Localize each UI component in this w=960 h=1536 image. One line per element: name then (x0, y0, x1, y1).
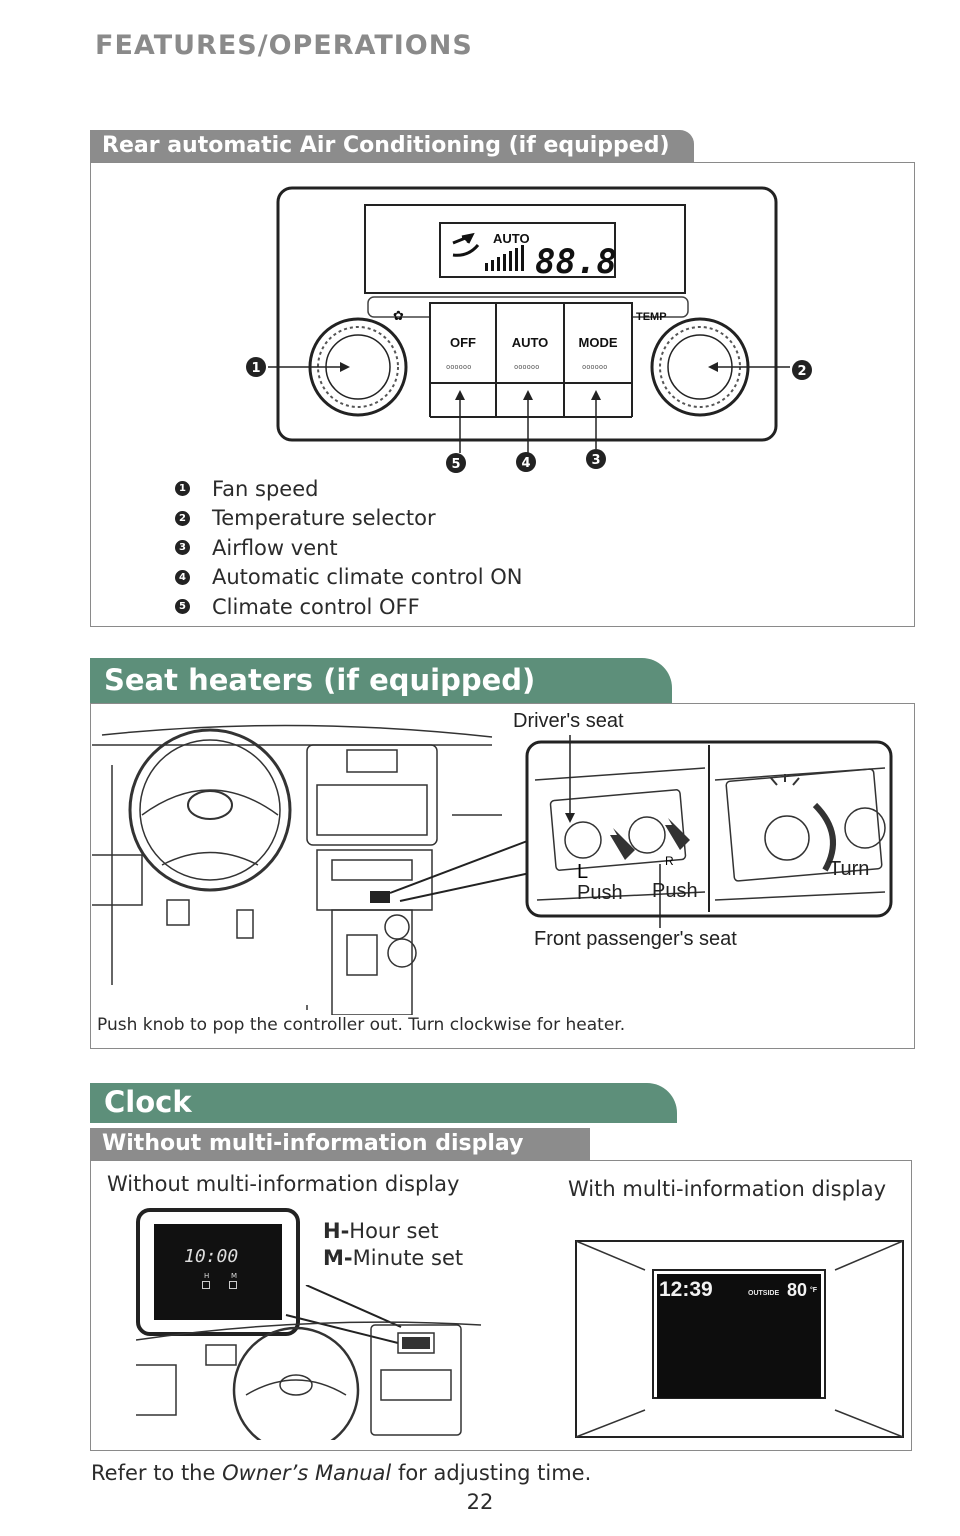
fan-speed-knob[interactable] (308, 317, 408, 417)
legend-label: Airflow vent (212, 535, 338, 560)
seat-heater-detail: L R (525, 740, 893, 918)
mid-outside-label: OUTSIDE (748, 1290, 779, 1297)
legend-label: Climate control OFF (212, 594, 420, 619)
callout-4 (516, 452, 536, 472)
knob-r-label: R (665, 854, 674, 868)
svg-text:oooooo: oooooo (582, 363, 607, 371)
legend-label: Temperature selector (212, 506, 436, 531)
minute-set-key: M- (323, 1246, 353, 1270)
clock-tab: Clock (90, 1083, 677, 1123)
legend-number: 5 (175, 599, 190, 615)
seat-heater-switch-icon (370, 891, 390, 903)
callout-3 (586, 449, 606, 469)
passenger-seat-leader (659, 864, 661, 928)
hour-button-label: H (204, 1272, 210, 1280)
legend-label: Fan speed (212, 476, 319, 501)
push-arrow-icon (610, 828, 635, 860)
clock-display-screen: 10:00 H M (154, 1224, 282, 1320)
footer-note-prefix: Refer to the (91, 1461, 223, 1485)
clock-display-callout: 10:00 H M (136, 1208, 300, 1336)
callout-2 (792, 360, 812, 380)
mid-outside-temp: 80 (787, 1280, 807, 1300)
front-passenger-seat-label: Front passenger's seat (534, 928, 737, 950)
mid-time: 12:39 (659, 1278, 713, 1301)
svg-text:4: 4 (521, 456, 530, 471)
svg-text:1: 1 (251, 361, 260, 376)
legend-item: 2 Temperature selector (175, 504, 522, 534)
svg-text:oooooo: oooooo (446, 363, 471, 371)
legend-number: 1 (175, 481, 190, 497)
clock-subtab-title: Without multi-information display (102, 1131, 524, 1156)
drivers-seat-label: Driver's seat (513, 710, 624, 732)
knob-l-label: L (577, 861, 588, 883)
clock-left-label: Without multi-information display (107, 1172, 460, 1196)
footer-note: Refer to the Owner’s Manual for adjustin… (91, 1461, 591, 1485)
hour-set-line: H-Hour set (323, 1219, 439, 1243)
seat-heaters-caption: Push knob to pop the controller out. Tur… (97, 1015, 626, 1035)
clock-title: Clock (104, 1085, 192, 1119)
mid-unit: °F (810, 1286, 818, 1294)
hour-set-key: H- (323, 1219, 350, 1243)
temp-label: TEMP (636, 311, 667, 323)
zoom-lines (389, 839, 531, 902)
callout-5 (446, 453, 466, 473)
multi-info-display-illustration: 12:39 OUTSIDE 80 °F (575, 1240, 904, 1438)
mode-button[interactable] (563, 302, 633, 384)
svg-text:3: 3 (591, 453, 600, 468)
seat-heaters-title: Seat heaters (if equipped) (104, 663, 536, 697)
legend-item: 5 Climate control OFF (175, 592, 522, 622)
rear-ac-control-panel: AUTO 88.8 OFF AUTO MODE oooooo oooooo oooo… (246, 186, 812, 473)
hour-set-label: Hour set (349, 1219, 439, 1243)
dashboard-illustration (92, 724, 502, 1015)
svg-text:2: 2 (797, 364, 806, 379)
mid-screen (657, 1274, 821, 1398)
push-arrow-icon (665, 818, 690, 850)
clock-subtab: Without multi-information display (90, 1128, 590, 1160)
minute-button[interactable] (229, 1281, 237, 1289)
steering-wheel-icon (128, 728, 292, 892)
legend-number: 2 (175, 510, 190, 526)
legend-item: 4 Automatic climate control ON (175, 563, 522, 593)
display-mode: AUTO (493, 231, 530, 246)
legend-number: 4 (175, 569, 190, 585)
push-label-1: Push (577, 882, 623, 904)
legend-label: Automatic climate control ON (212, 565, 523, 590)
airflow-icon (452, 232, 480, 257)
callout-1 (246, 357, 266, 377)
rear-ac-legend: 1 Fan speed 2 Temperature selector 3 Air… (175, 474, 522, 622)
legend-number: 3 (175, 540, 190, 556)
fan-bars-icon (485, 245, 524, 271)
hour-button[interactable] (202, 1281, 210, 1289)
minute-set-label: Minute set (352, 1246, 464, 1270)
drivers-seat-leader (565, 735, 575, 823)
off-button-label: OFF (450, 335, 476, 350)
turn-arrow-icon (812, 802, 836, 872)
clock-right-label: With multi-information display (568, 1177, 887, 1201)
page-header: FEATURES/OPERATIONS (95, 30, 473, 61)
auto-button-label: AUTO (512, 335, 549, 350)
minute-button-label: M (231, 1272, 238, 1280)
svg-text:5: 5 (451, 457, 460, 472)
rear-ac-tab: Rear automatic Air Conditioning (if equi… (90, 130, 694, 162)
page-number: 22 (466, 1490, 494, 1514)
footer-note-suffix: for adjusting time. (391, 1461, 592, 1485)
fan-small-icon: ✿ (393, 309, 404, 324)
clock-display-time: 10:00 (184, 1246, 239, 1267)
clock-dashboard-illustration (136, 1285, 482, 1440)
push-label-2: Push (652, 880, 698, 902)
mode-button-label: MODE (579, 335, 618, 350)
display-temp: 88.8 (535, 242, 617, 282)
rear-ac-title: Rear automatic Air Conditioning (if equi… (102, 133, 670, 158)
minute-set-line: M-Minute set (323, 1246, 463, 1270)
auto-button[interactable] (495, 302, 565, 384)
legend-item: 3 Airflow vent (175, 533, 522, 563)
seat-heaters-tab: Seat heaters (if equipped) (90, 658, 672, 704)
temperature-knob[interactable] (650, 317, 750, 417)
svg-text:oooooo: oooooo (514, 363, 539, 371)
owners-manual-ref: Owner’s Manual (222, 1461, 392, 1485)
turn-label: Turn (829, 858, 870, 880)
legend-item: 1 Fan speed (175, 474, 522, 504)
